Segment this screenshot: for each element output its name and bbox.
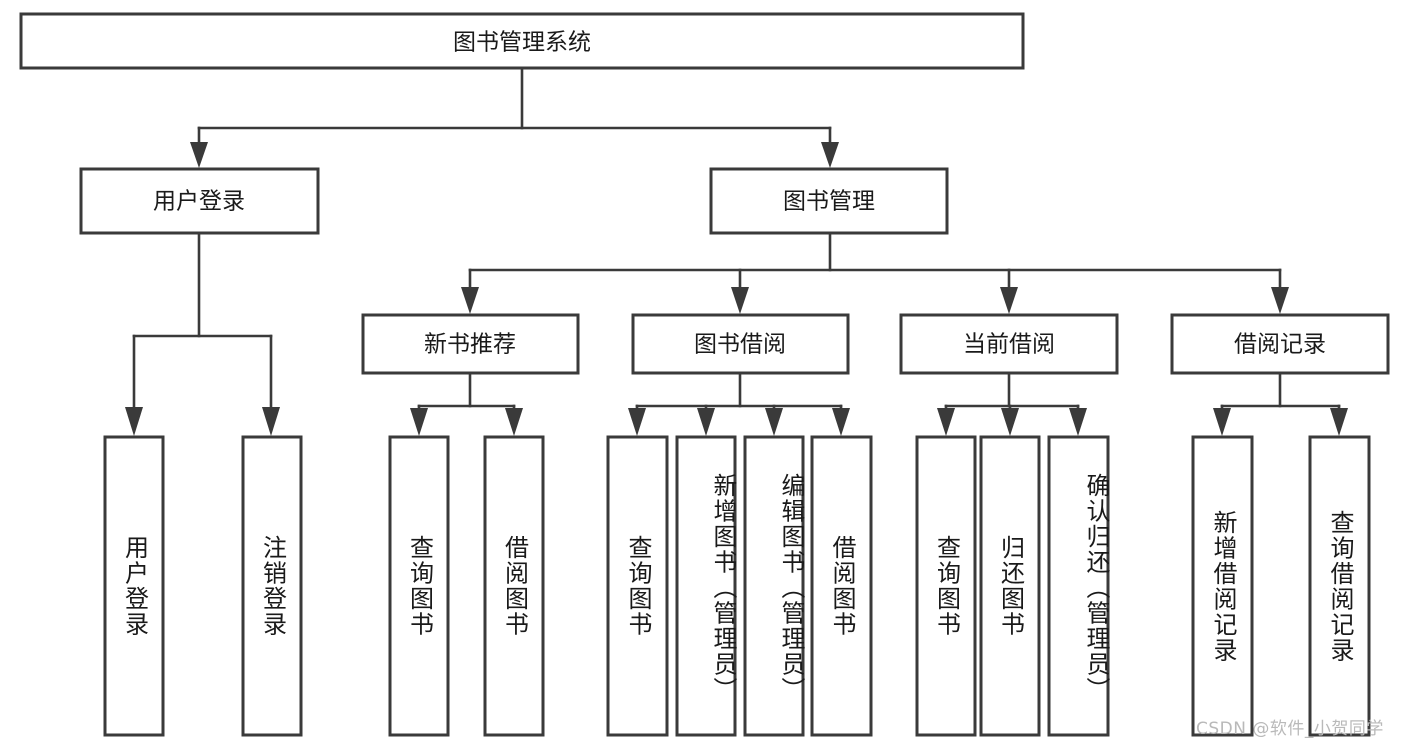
node-leaf-logout[interactable] [241,435,303,737]
node-leaf-user-login[interactable] [103,435,165,737]
arrowhead-book-borrow [731,287,749,314]
arrowhead-leaf-return-book [1001,408,1019,436]
label-book-borrow: 图书借阅 [694,332,786,358]
node-leaf-add-book[interactable] [675,435,737,737]
arrowhead-leaf-add-book [697,408,715,436]
node-leaf-query-book-2[interactable] [606,435,669,737]
node-leaf-confirm-return[interactable] [1047,435,1110,737]
connectors-user-login-to-leaves [125,231,280,436]
connectors-book-management-to-level2 [461,231,1289,314]
arrowhead-leaf-query-book-1 [410,408,428,436]
arrowhead-leaf-borrow-book-1 [505,408,523,436]
node-leaf-query-book-1[interactable] [388,435,450,737]
node-current-borrow[interactable] [899,313,1119,375]
arrowhead-leaf-edit-book [765,408,783,436]
connectors-current-borrow-to-leaves [937,371,1087,436]
arrowhead-leaf-query-book-3 [937,408,955,436]
arrowhead-new-book-recommend [461,287,479,314]
arrowhead-leaf-logout [262,407,280,436]
arrowhead-leaf-user-login [125,407,143,436]
arrowhead-borrow-record [1271,287,1289,314]
node-book-management[interactable] [709,167,949,235]
arrowhead-leaf-add-record [1213,408,1231,436]
arrowhead-current-borrow [1000,287,1018,314]
node-leaf-edit-book[interactable] [743,435,805,737]
node-user-login[interactable] [79,167,320,235]
connectors-new-book-to-leaves [410,371,523,436]
arrowhead-user-login [190,142,208,168]
csdn-watermark: CSDN @软件_小贺同学 [1196,719,1384,739]
label-borrow-record: 借阅记录 [1234,332,1326,358]
label-current-borrow: 当前借阅 [963,332,1055,358]
node-book-borrow[interactable] [631,313,850,375]
node-leaf-borrow-book-2[interactable] [810,435,873,737]
arrowhead-leaf-confirm-return [1069,408,1087,436]
node-leaf-return-book[interactable] [979,435,1041,737]
connectors-book-borrow-to-leaves [628,371,850,436]
node-new-book-recommend[interactable] [361,313,580,375]
node-borrow-record[interactable] [1170,313,1390,375]
node-leaf-query-record[interactable] [1308,435,1371,737]
node-leaf-query-book-3[interactable] [915,435,977,737]
arrowhead-leaf-borrow-book-2 [832,408,850,436]
connectors-root-to-level1 [190,66,839,168]
label-new-book-recommend: 新书推荐 [424,332,516,358]
arrowhead-leaf-query-book-2 [628,408,646,436]
arrowhead-leaf-query-record [1330,408,1348,436]
label-root: 图书管理系统 [453,30,591,56]
arrowhead-book-management [821,142,839,168]
node-leaf-add-record[interactable] [1191,435,1254,737]
node-leaf-borrow-book-1[interactable] [483,435,545,737]
node-root[interactable] [19,12,1025,70]
label-book-management: 图书管理 [783,189,875,215]
label-user-login: 用户登录 [153,189,245,215]
connectors-borrow-record-to-leaves [1213,371,1348,436]
